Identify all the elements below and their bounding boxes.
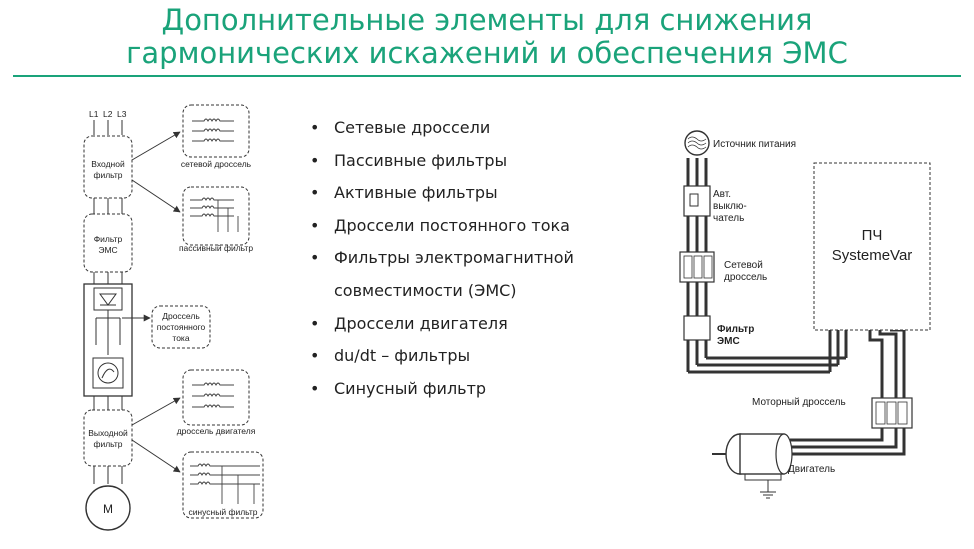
output-filter-label: фильтр	[93, 439, 122, 449]
phase-label: L2	[103, 109, 113, 119]
bullet-item: •Дроссели двигателя	[310, 313, 508, 333]
motor-choke-caption: дроссель двигателя	[177, 426, 256, 436]
title-line-1: Дополнительные элементы для снижения	[161, 3, 813, 37]
motor-choke-label: Моторный дроссель	[752, 397, 846, 408]
sine-filter-caption: синусный фильтр	[188, 507, 257, 517]
line-choke-label: дроссель	[724, 272, 767, 283]
bullet-list: •Сетевые дроссели •Пассивные фильтры •Ак…	[310, 112, 574, 405]
drive-label: ПЧ	[862, 227, 883, 244]
phase-label: L3	[117, 109, 127, 119]
bullet-item-continuation: совместимости (ЭМС)	[334, 280, 517, 300]
title-line-2: гармонических искажений и обеспечения ЭМ…	[126, 36, 848, 70]
emc-filter-label: Фильтр	[717, 324, 754, 335]
emc-filter-label: Фильтр	[94, 234, 123, 244]
drive-label: SystemeVar	[832, 247, 913, 264]
line-choke-label: Сетевой	[724, 260, 763, 271]
passive-filter-caption: пассивный фильтр	[179, 243, 253, 253]
line-choke-caption: сетевой дроссель	[181, 159, 252, 169]
bullet-item: •Активные фильтры	[310, 183, 498, 203]
breaker-label: выклю-	[713, 201, 747, 212]
dc-choke-label: Дроссель	[162, 311, 200, 321]
dc-choke-label: тока	[172, 333, 189, 343]
emc-filter-label: ЭМС	[717, 336, 740, 347]
breaker-label: чатель	[713, 213, 744, 224]
bullet-item: •du/dt – фильтры	[310, 346, 471, 366]
breaker-label: Авт.	[713, 189, 731, 200]
bullet-item: •Дроссели постоянного тока	[310, 215, 570, 235]
bullet-item: •Фильтры электромагнитной	[310, 248, 574, 268]
input-filter-label: фильтр	[93, 170, 122, 180]
title-underline	[13, 75, 961, 77]
motor-label: Двигатель	[788, 464, 835, 475]
slide-title: Дополнительные элементы для снижения гар…	[0, 4, 974, 70]
phase-label: L1	[89, 109, 99, 119]
bullet-item: •Сетевые дроссели	[310, 118, 491, 137]
output-filter-label: Выходной	[88, 428, 128, 438]
bullet-item: •Синусный фильтр	[310, 378, 487, 398]
dc-choke-label: постоянного	[157, 322, 206, 332]
input-filter-label: Входной	[91, 159, 125, 169]
emc-filter-label: ЭМС	[98, 245, 117, 255]
motor-label: M	[103, 502, 113, 516]
bullet-item: •Пассивные фильтры	[310, 150, 508, 170]
power-source-label: Источник питания	[713, 139, 796, 150]
